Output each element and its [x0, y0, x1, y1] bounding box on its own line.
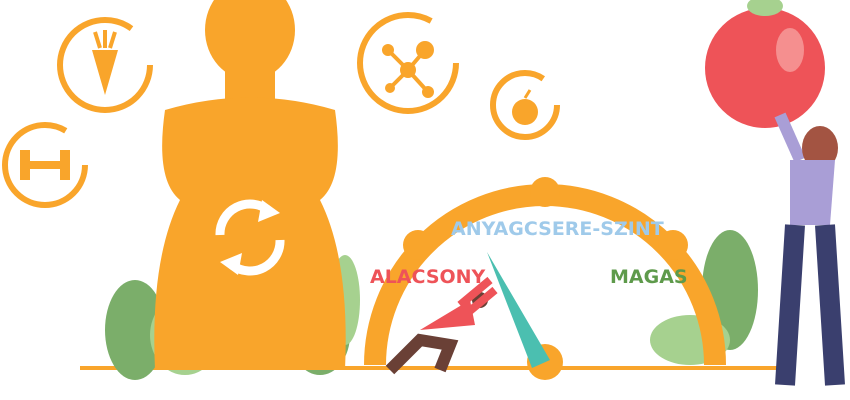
molecule-icon	[357, 12, 459, 114]
gauge-needle	[487, 252, 550, 368]
woman-holding-apple	[705, 0, 845, 386]
metabolism-gauge	[364, 177, 726, 380]
dumbbell-icon	[2, 122, 88, 208]
metabolism-cycle-icon	[215, 199, 285, 276]
body-silhouette	[154, 0, 346, 370]
gauge-high-label: MAGAS	[610, 266, 688, 288]
gauge-low-label: ALACSONY	[370, 266, 486, 288]
apple-icon	[490, 70, 560, 140]
man-pushing-needle	[385, 276, 498, 375]
gauge-title: ANYAGCSERE-SZINT	[451, 218, 664, 240]
carrot-icon	[57, 17, 153, 113]
ground-line	[80, 366, 780, 370]
